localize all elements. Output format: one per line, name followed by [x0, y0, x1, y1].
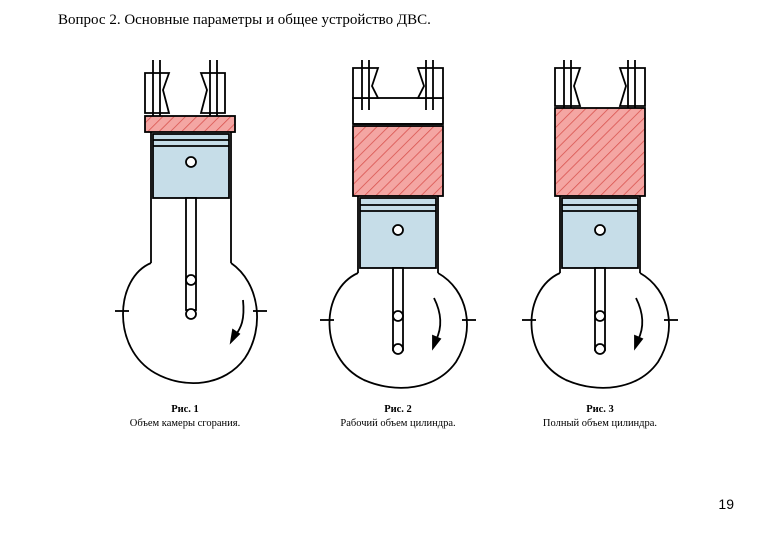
figure-caption-2: Рис. 2 Рабочий объем цилиндра. — [298, 403, 498, 431]
connecting-rod — [594, 267, 606, 351]
combustion-chamber — [144, 115, 236, 133]
figure-2: Рис. 2 Рабочий объем цилиндра. — [298, 58, 498, 438]
intake-valve — [144, 60, 171, 118]
rotation-arrow — [433, 297, 442, 341]
full-volume — [554, 107, 646, 197]
exhaust-valve — [199, 60, 226, 118]
figure-caption-1: Рис. 1 Объем камеры сгорания. — [85, 403, 285, 431]
crankcase — [122, 262, 258, 384]
figure-1: Рис. 1 Объем камеры сгорания. — [85, 58, 285, 438]
figure-caption-3: Рис. 3 Полный объем цилиндра. — [500, 403, 700, 431]
figure-description-3: Полный объем цилиндра. — [542, 418, 658, 429]
engine-diagram-3 — [522, 60, 678, 389]
crank-pin — [185, 308, 197, 320]
exhaust-valve — [618, 60, 646, 113]
engine-diagram-2 — [320, 60, 476, 389]
rotation-arrow — [635, 297, 644, 341]
figure-number-1: Рис. 1 — [171, 404, 199, 415]
working-volume — [352, 125, 444, 197]
figure-description-2: Рабочий объем цилиндра. — [340, 418, 456, 429]
figure-number-3: Рис. 3 — [586, 404, 614, 415]
crank-pin — [392, 343, 404, 355]
crankcase — [328, 272, 468, 389]
piston-pin — [594, 224, 606, 236]
slide-title: Вопрос 2. Основные параметры и общее уст… — [58, 12, 431, 28]
piston-pin — [392, 224, 404, 236]
intake-valve — [352, 60, 380, 110]
crank-pin — [594, 343, 606, 355]
connecting-rod — [185, 197, 197, 311]
intake-valve — [554, 60, 582, 113]
piston-pin — [185, 156, 197, 168]
figure-number-2: Рис. 2 — [384, 404, 412, 415]
exhaust-valve — [416, 60, 444, 110]
engine-diagram-1 — [115, 60, 267, 384]
figure-description-1: Объем камеры сгорания. — [129, 418, 241, 429]
figure-3: Рис. 3 Полный объем цилиндра. — [500, 58, 700, 438]
connecting-rod — [392, 267, 404, 351]
crankcase — [530, 272, 670, 389]
rotation-arrow — [234, 299, 245, 337]
page-number: 19 — [718, 496, 734, 512]
